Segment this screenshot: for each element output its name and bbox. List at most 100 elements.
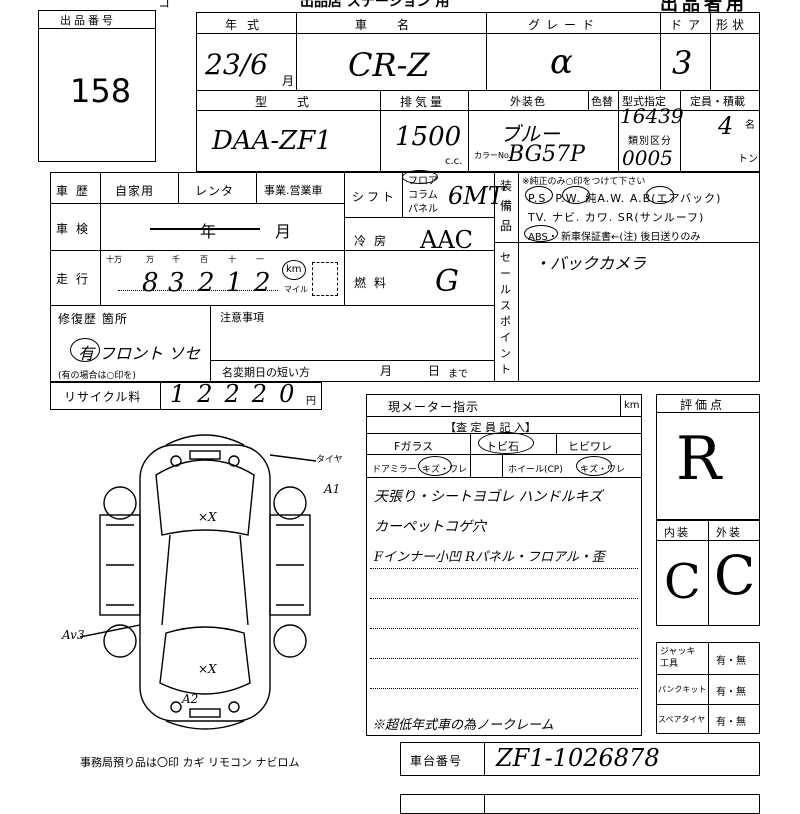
grade-value: α [550, 42, 573, 82]
mileage-digit-label-4: 十 [228, 255, 236, 264]
shift-value: 6MT [448, 182, 504, 210]
mileage-digit-label-0: 十万 [106, 255, 122, 264]
mileage-digit-label-2: 千 [172, 255, 180, 264]
inspector-box [366, 394, 642, 736]
equipment-label: 装備品 [500, 179, 513, 233]
aircon-value: AAC [420, 226, 474, 254]
equipment-line3: ABS・ 新車保証書←(注) 後日送りのみ [528, 232, 701, 243]
remark-4: ※超低年式車の為ノークレーム [372, 718, 554, 733]
shift-option-panel: パネル [408, 204, 438, 215]
puncture-label: パンクキット [658, 685, 707, 694]
body-shape-label: 形状 [716, 18, 749, 32]
sales-point-label: セールスポイント [500, 251, 511, 376]
color-no-value: BG57P [508, 142, 585, 167]
mileage-digit-2: 3 [168, 268, 185, 298]
rename-label: 名変期日の短い方 [222, 366, 310, 379]
year-label: 年式 [225, 18, 270, 32]
category-label: 類別区分 [628, 136, 672, 147]
category-value: 0005 [622, 146, 673, 170]
capacity-unit-ton: トン [738, 154, 758, 165]
chassis-label: 車台番号 [410, 754, 463, 768]
doors-value: 3 [672, 44, 693, 82]
car-name-label: 車名 [355, 18, 440, 32]
chassis-value: ZF1-1026878 [496, 744, 660, 772]
mileage-unit-mile: マイル [284, 285, 308, 294]
chassis-box [400, 742, 760, 776]
capacity-value: 4 [718, 112, 734, 140]
puncture-option: 有・無 [716, 687, 746, 698]
capacity-unit-person: 名 [745, 120, 755, 131]
spare-option: 有・無 [716, 717, 746, 728]
grade-label: グレード [528, 18, 601, 32]
evaluation-label: 評価点 [680, 398, 726, 412]
repair-label: 修復歴 箇所 [58, 312, 128, 326]
rename-until: まで [448, 369, 468, 380]
remark-3: Fインナー小凹 Rパネル・フロアル・歪 [374, 550, 605, 565]
equipment-line2: TV. ナビ. カワ. SR(サンルーフ) [528, 211, 705, 224]
recycle-box [50, 382, 322, 410]
evaluation-value: R [676, 424, 722, 494]
exterior-color-value: ブルー [500, 122, 560, 146]
repair-value: 有 フロント ソセ [78, 344, 201, 363]
exterior-label: 外装 [716, 526, 742, 539]
lot-number: 158 [70, 72, 132, 110]
mileage-digit-label-5: 一 [256, 255, 264, 264]
history-option-private: 自家用 [115, 184, 155, 198]
remark-2: カーペットコゲ穴 [374, 519, 486, 535]
office-note: 事務局預り品は〇印 カギ リモコン ナビロム [80, 756, 300, 769]
shift-option-column: コラム [408, 190, 438, 201]
history-label: 車歴 [56, 184, 97, 198]
glass-option-crack: ヒビワレ [568, 440, 612, 453]
car-name-value: CR-Z [348, 46, 430, 84]
diagram-tyre-mark: タイヤ [316, 455, 343, 465]
displacement-unit: c.c. [445, 156, 463, 167]
car-diagram [80, 434, 317, 730]
recycle-value: 12220 [170, 380, 307, 408]
capacity-label: 定員・積載 [690, 95, 745, 108]
header-title-fragment: 出品店 ステーション 用 [300, 0, 450, 10]
copy-label: 出品者用 [660, 0, 748, 15]
shift-label: シフト [352, 190, 398, 204]
mileage-digit-5: 2 [254, 268, 271, 298]
aircon-label: 冷房 [354, 234, 395, 248]
displacement-value: 1500 [395, 122, 462, 152]
interior-label: 内装 [664, 526, 690, 539]
model-designation-value: 16439 [620, 104, 684, 128]
top-mark: コ [158, 0, 171, 10]
evaluation-box [656, 394, 760, 520]
equipment-note: ※純正のみ○印をつけて下さい [522, 177, 646, 187]
recycle-label: リサイクル料 [64, 390, 142, 404]
jack-option: 有・無 [716, 656, 746, 667]
rename-month: 月 [380, 364, 394, 378]
meter-label: 現メーター指示 [388, 400, 480, 414]
diagram-mark-a2: A2 [182, 692, 199, 706]
mileage-digit-3: 2 [198, 268, 215, 298]
jack-label: ジャッキ 工具 [660, 647, 696, 669]
exterior-value: C [714, 544, 756, 607]
year-unit: 月 [282, 74, 296, 88]
lot-label: 出品番号 [60, 14, 116, 27]
color-change-label: 色替 [591, 95, 613, 108]
meter-unit: km [624, 400, 640, 411]
mirror-label: ドアミラー [372, 465, 417, 475]
year-value: 23/6 [205, 48, 268, 81]
rename-day: 日 [428, 364, 442, 378]
doors-label: ドア [670, 18, 707, 32]
diagram-mark-xx-rear: ×X [198, 662, 217, 676]
diagram-mark-a1: A1 [324, 482, 341, 496]
diagram-mark-xx-front: ×X [198, 510, 217, 524]
spare-label: スペアタイヤ [658, 715, 706, 724]
model-designation-label: 型式指定 [622, 95, 666, 108]
model-label: 型式 [255, 95, 340, 109]
inspector-label: 【査 定 員 記 入】 [445, 421, 536, 434]
mileage-km-circle [282, 260, 306, 280]
inspection-label: 車検 [56, 222, 97, 236]
inspection-month: 月 [275, 222, 293, 241]
history-option-rental: レンタ [195, 184, 235, 198]
model-value: DAA-ZF1 [212, 126, 332, 156]
recycle-unit: 円 [306, 396, 316, 407]
displacement-label: 排気量 [400, 95, 446, 109]
fuel-value: G [435, 264, 459, 299]
sales-point-value: ・バックカメラ [534, 254, 647, 273]
mileage-digit-label-3: 百 [200, 255, 208, 264]
